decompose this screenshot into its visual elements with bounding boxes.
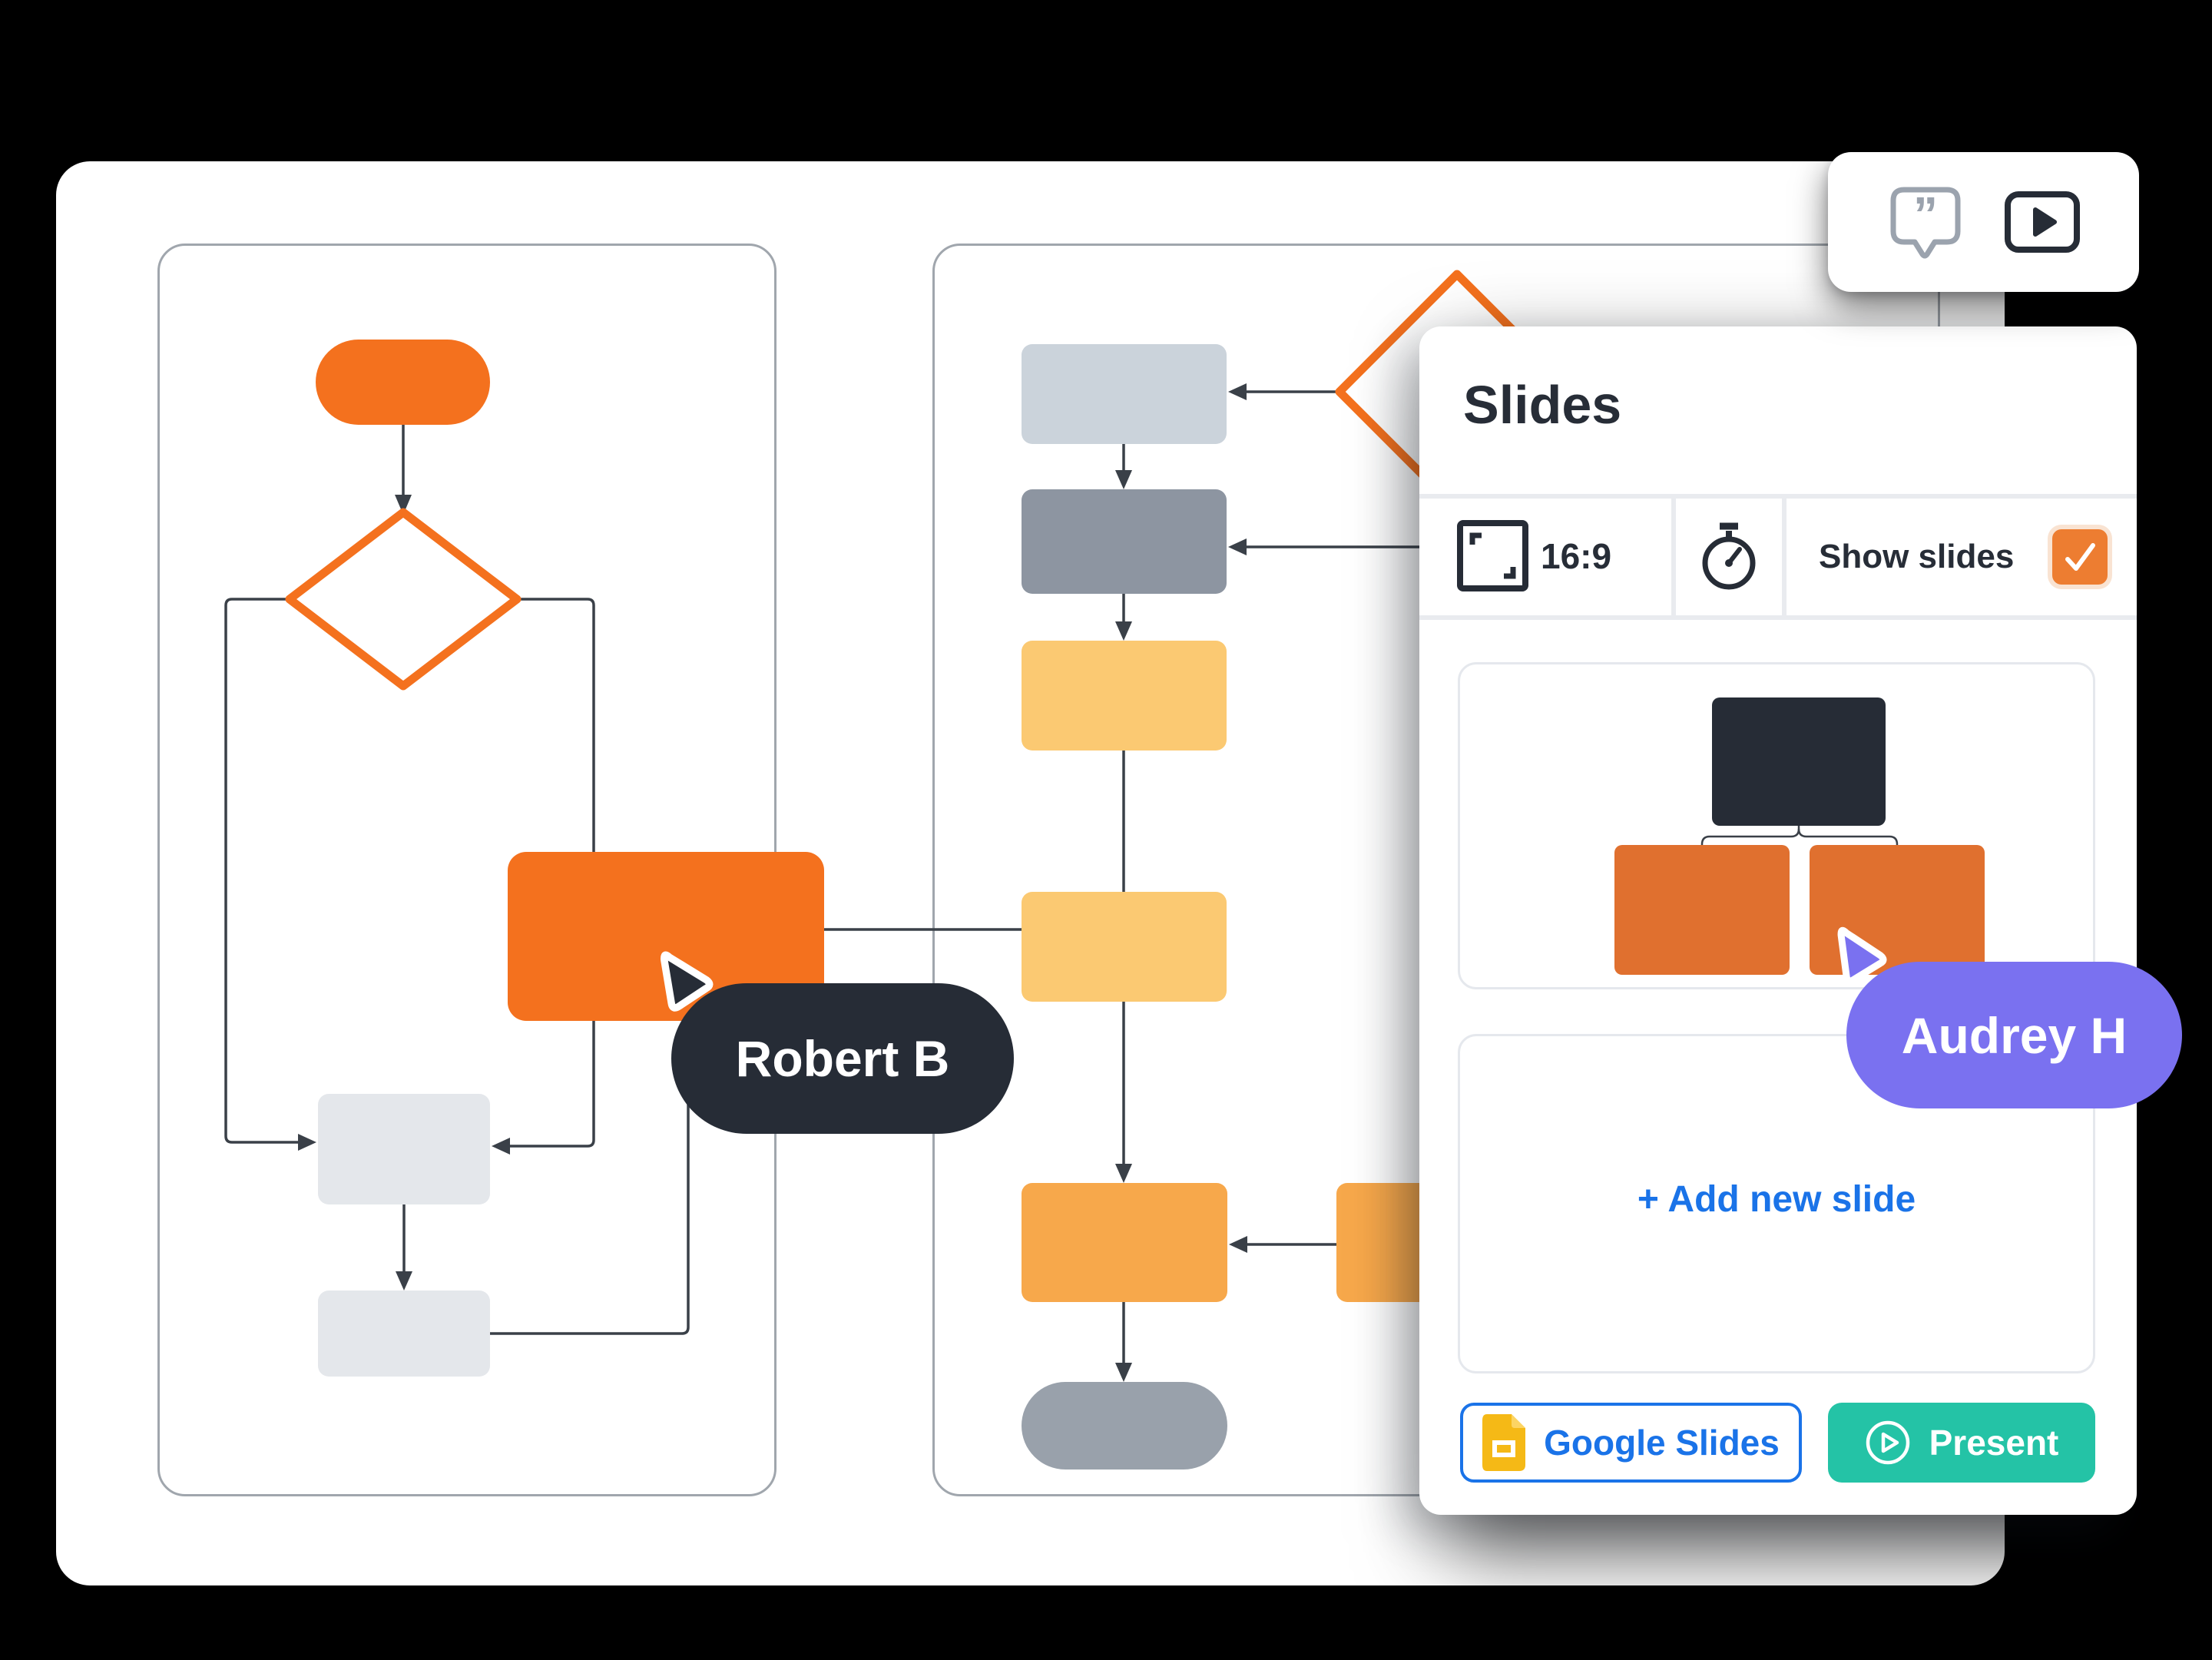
collaborator-pill-robert: Robert B (671, 983, 1014, 1134)
thumbnail-org-child-left (1614, 845, 1790, 975)
slides-panel: Slides 16:9 Show slides (1419, 326, 2137, 1515)
google-slides-label: Google Slides (1544, 1423, 1780, 1463)
audrey-cursor-icon (1837, 926, 1887, 985)
present-play-circle-icon (1866, 1420, 1909, 1465)
divider (1782, 499, 1786, 615)
flow2-step-lightgray[interactable] (1022, 344, 1227, 444)
comment-quote-icon[interactable]: ” (1887, 184, 1964, 260)
flow2-step-yellow-1[interactable] (1022, 641, 1227, 750)
floating-toolbar: ” (1828, 152, 2139, 292)
present-label: Present (1929, 1423, 2059, 1463)
flow-process-gray-2[interactable] (318, 1291, 490, 1377)
flow2-step-gray[interactable] (1022, 489, 1227, 594)
robert-cursor-icon (661, 951, 714, 1012)
flow-decision-diamond[interactable] (280, 503, 526, 695)
flow2-step-yellow-2[interactable] (1022, 892, 1227, 1002)
flow-process-gray-1[interactable] (318, 1094, 490, 1204)
timer-stopwatch-icon[interactable] (1697, 520, 1760, 594)
present-play-icon[interactable] (2004, 191, 2081, 253)
present-button[interactable]: Present (1828, 1403, 2095, 1483)
thumbnail-org-child-right (1810, 845, 1985, 975)
svg-text:”: ” (1913, 187, 1938, 242)
google-slides-button[interactable]: Google Slides (1460, 1403, 1802, 1483)
checkmark-icon (2065, 543, 2095, 571)
add-new-slide-label[interactable]: + Add new slide (1637, 1179, 1916, 1220)
show-slides-checkbox[interactable] (2052, 529, 2108, 585)
aspect-ratio-value[interactable]: 16:9 (1541, 536, 1612, 576)
flow2-step-amber[interactable] (1022, 1183, 1227, 1302)
divider (1419, 494, 2137, 499)
slide-thumbnail[interactable] (1458, 662, 2095, 989)
panel-title: Slides (1463, 375, 1622, 435)
collaborator-name: Audrey H (1901, 1006, 2128, 1064)
show-slides-label: Show slides (1819, 538, 2015, 575)
divider (1671, 499, 1676, 615)
thumbnail-org-root (1712, 697, 1886, 826)
collaborator-pill-audrey: Audrey H (1846, 962, 2182, 1108)
flow-start-pill[interactable] (316, 340, 490, 425)
flow2-end-pill[interactable] (1022, 1382, 1227, 1469)
divider (1419, 615, 2137, 620)
thumbnail-connectors (1700, 826, 1899, 846)
aspect-ratio-icon[interactable] (1455, 519, 1530, 593)
google-slides-icon (1482, 1414, 1526, 1471)
collaborator-name: Robert B (735, 1030, 950, 1087)
